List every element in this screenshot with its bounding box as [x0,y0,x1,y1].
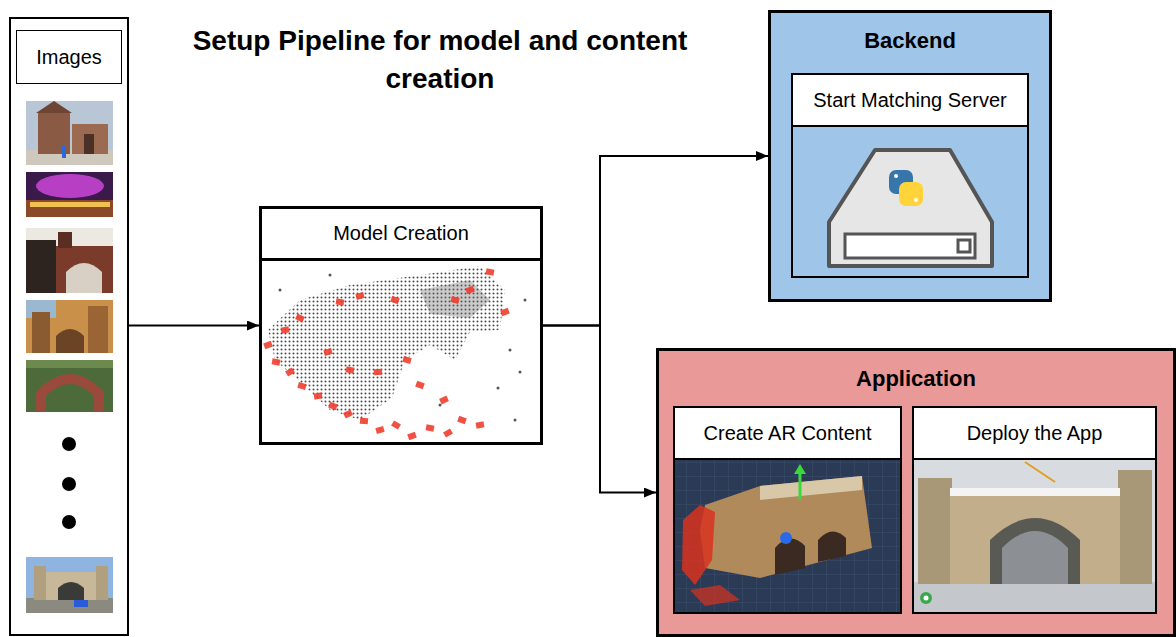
step-box: Create AR Content [673,406,902,614]
box-label: Start Matching Server [793,75,1027,127]
point-cloud [263,266,526,440]
app-photo [914,460,1155,612]
ar-editor-screenshot [675,460,900,612]
flow-arrow [543,326,656,493]
photo-thumbnail [26,557,113,613]
photo-thumbnail [26,228,113,293]
flow-arrow [543,156,768,326]
step-box: Deploy the App [912,406,1157,614]
application-panel: ApplicationCreate AR Content Deploy the A… [656,348,1176,637]
photo-thumbnail [26,360,113,412]
box-label: Create AR Content [675,408,900,460]
photo-thumbnail [26,101,113,165]
image-panel: Images [9,17,129,636]
panel-heading: Backend [771,13,1049,54]
box-label: Model Creation [262,209,540,261]
flow-arrow [129,325,259,327]
diagram-title: Setup Pipeline for model and content cre… [190,22,690,98]
box-label: Images [16,30,122,84]
ellipsis-dots [62,437,76,529]
photo-thumbnail [26,300,113,353]
panel-heading: Application [659,351,1173,392]
server-box: Start Matching Server [791,73,1029,278]
server-drive-icon [829,150,992,266]
process-box: Model Creation [259,206,543,445]
photo-thumbnail [26,172,113,217]
backend-panel: BackendStart Matching Server [768,10,1052,302]
box-label: Deploy the App [914,408,1155,460]
